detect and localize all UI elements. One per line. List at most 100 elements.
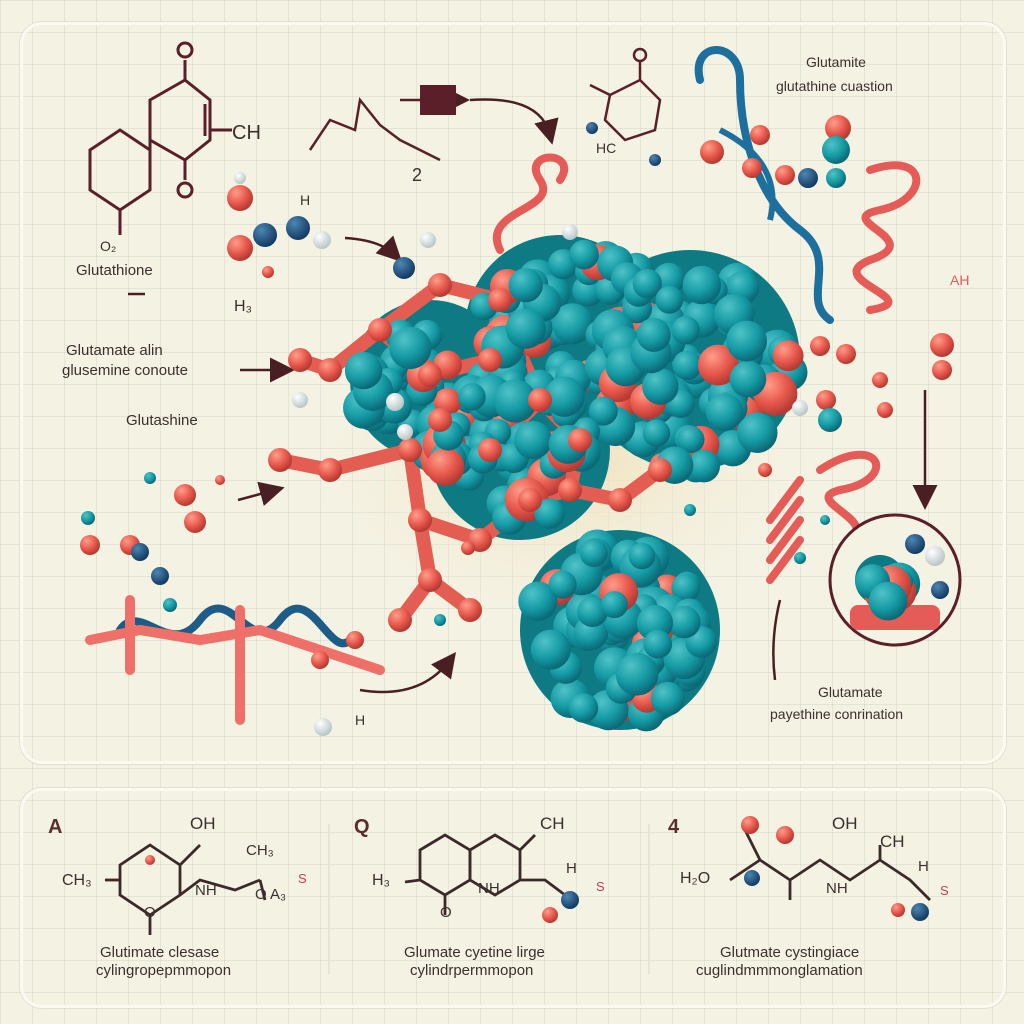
- small-atom: [145, 855, 155, 865]
- small-atom: [420, 232, 436, 248]
- panel-a-structure: [105, 843, 267, 935]
- bond-node-atom: [408, 508, 432, 532]
- label-h-small: H: [300, 192, 311, 208]
- small-atom: [313, 231, 331, 249]
- small-atom: [393, 257, 415, 279]
- label-glutamate-right: Glutamate: [818, 684, 883, 700]
- small-atom: [925, 546, 945, 566]
- panel-4-nh: NH: [826, 880, 848, 897]
- bond-node-atom: [648, 458, 672, 482]
- teal-atom: [632, 268, 662, 299]
- panel-a-s: S: [298, 871, 307, 886]
- teal-atom: [426, 447, 465, 486]
- panel-4-structure: [729, 829, 931, 901]
- teal-atom: [579, 539, 608, 567]
- bond-node-atom: [558, 478, 582, 502]
- small-atom: [434, 614, 446, 626]
- panel-4-letter: 4: [668, 816, 680, 838]
- teal-atom: [642, 419, 671, 447]
- teal-atom: [600, 591, 628, 619]
- small-atom: [461, 541, 475, 555]
- bond-node-atom: [458, 598, 482, 622]
- bond-node-atom: [428, 408, 452, 432]
- teal-atom: [643, 629, 673, 659]
- small-atom: [262, 266, 274, 278]
- teal-atom: [569, 239, 599, 270]
- panel-4-caption-2: cuglindmmmonglamation: [696, 962, 863, 979]
- label-h-mid: H: [355, 712, 366, 728]
- small-atom: [891, 903, 905, 917]
- label-hc: HC: [596, 140, 617, 156]
- teal-atom: [505, 308, 547, 349]
- teal-atom: [687, 450, 720, 483]
- small-atom: [397, 424, 413, 440]
- panel-a-o-bottom: O: [144, 904, 156, 921]
- small-atom: [227, 235, 253, 261]
- small-atom: [776, 826, 794, 844]
- teal-atom: [518, 581, 558, 621]
- small-atom: [314, 718, 332, 736]
- panel-4-s: S: [940, 883, 949, 898]
- small-atom: [775, 165, 795, 185]
- small-atom: [684, 504, 696, 516]
- teal-atom: [344, 351, 383, 390]
- panel-4-left: H₂O: [680, 870, 711, 887]
- panel-q-left: H₃: [372, 872, 391, 889]
- teal-atom: [636, 317, 671, 352]
- teal-atom: [672, 350, 703, 381]
- small-atom: [253, 223, 277, 247]
- bond-node-atom: [488, 288, 512, 312]
- small-atom: [700, 140, 724, 164]
- small-atom: [836, 344, 856, 364]
- panel-q-ch: CH: [540, 814, 565, 833]
- label-glutashine: Glutashine: [126, 412, 198, 429]
- panel-q-caption-2: cylindrpermmopon: [410, 962, 534, 979]
- teal-atom: [677, 425, 705, 454]
- panel-a-caption-1: Glutimate clesase: [100, 944, 220, 961]
- label-gluthine-cuastion: glutathine cuastion: [776, 78, 893, 94]
- bond-node-atom: [388, 608, 412, 632]
- small-atom: [184, 511, 206, 533]
- teal-atom: [493, 379, 537, 423]
- small-atom: [542, 907, 558, 923]
- teal-atom: [514, 421, 553, 460]
- label-glutamate-alin: Glutamate alin: [66, 342, 163, 359]
- small-atom: [163, 598, 177, 612]
- small-atom: [742, 158, 762, 178]
- teal-atom: [655, 285, 684, 314]
- small-atom: [80, 535, 100, 555]
- bond-node-atom: [478, 348, 502, 372]
- panel-4-oh: OH: [832, 814, 858, 833]
- panel-divider: [648, 824, 650, 974]
- label-oxygen: O₂: [100, 238, 117, 254]
- teal-atom: [671, 316, 700, 345]
- reaction-panels: [20, 788, 1006, 1008]
- small-atom: [81, 511, 95, 525]
- small-atom: [561, 891, 579, 909]
- small-atom: [826, 168, 846, 188]
- small-atom: [144, 472, 156, 484]
- bond-node-atom: [608, 488, 632, 512]
- panel-a-oh: OH: [190, 814, 216, 833]
- teal-atom: [389, 326, 432, 370]
- small-atom: [758, 463, 772, 477]
- label-ch-top: CH: [232, 122, 261, 144]
- small-atom: [750, 125, 770, 145]
- bond-node-atom: [268, 448, 292, 472]
- teal-atom: [650, 681, 685, 716]
- teal-atom: [551, 303, 594, 345]
- panel-divider: [328, 824, 330, 974]
- small-atom: [798, 168, 818, 188]
- small-atom: [562, 224, 578, 240]
- small-atom: [227, 185, 253, 211]
- top-right-ring: [589, 60, 662, 142]
- small-atom: [816, 390, 836, 410]
- small-atom: [649, 154, 661, 166]
- bond-node-atom: [318, 358, 342, 382]
- small-atom: [810, 336, 830, 356]
- bond-node-atom: [568, 428, 592, 452]
- small-atom: [930, 333, 954, 357]
- panel-a-letter: A: [48, 816, 63, 838]
- teal-atom: [705, 393, 744, 431]
